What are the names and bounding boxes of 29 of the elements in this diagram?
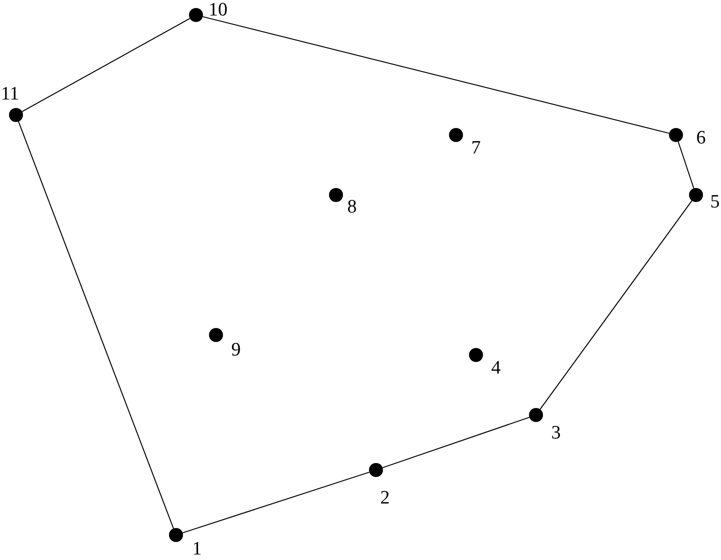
point-label: 7 xyxy=(471,138,481,158)
connector-line xyxy=(18,121,174,529)
point-dot xyxy=(469,348,483,362)
connector-line xyxy=(382,416,530,468)
point-label: 11 xyxy=(0,84,20,104)
point-dot xyxy=(189,8,203,22)
connector-line xyxy=(678,141,694,189)
connector-line xyxy=(182,472,370,534)
connector-line xyxy=(202,16,670,134)
point-dot xyxy=(689,188,703,202)
point-label: 4 xyxy=(491,358,501,378)
point-label: 6 xyxy=(696,128,706,148)
point-dot xyxy=(449,128,463,142)
point-dot xyxy=(369,463,383,477)
point-label: 3 xyxy=(551,424,561,442)
point-label: 8 xyxy=(347,198,357,216)
point-dot xyxy=(9,108,23,122)
point-label: 2 xyxy=(380,488,390,508)
point-dot xyxy=(169,528,183,542)
point-label: 1 xyxy=(192,540,202,558)
point-dot xyxy=(209,328,223,342)
connector-line xyxy=(540,200,692,410)
point-dot xyxy=(669,128,683,142)
point-label: 10 xyxy=(208,0,228,20)
connector-line xyxy=(22,18,190,112)
point-dot xyxy=(529,408,543,422)
point-label: 9 xyxy=(231,340,241,360)
point-dot xyxy=(329,188,343,202)
point-label: 5 xyxy=(710,192,720,212)
